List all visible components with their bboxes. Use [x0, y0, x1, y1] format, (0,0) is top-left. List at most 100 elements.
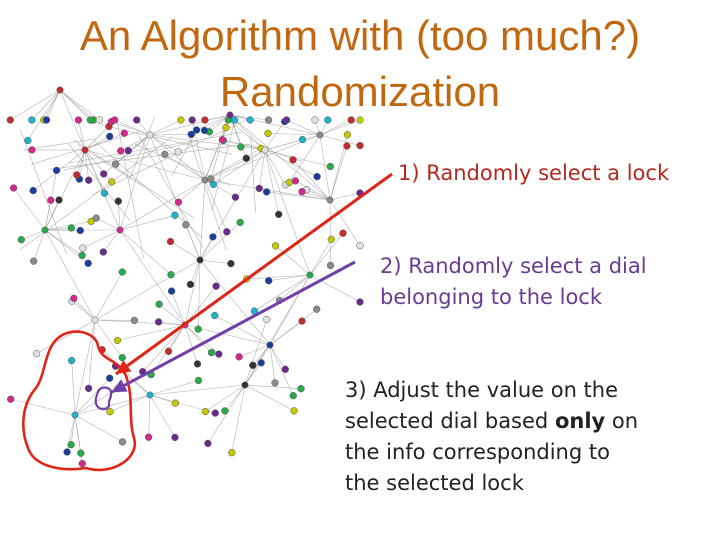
step-3-text: 3) Adjust the value on the selected dial…: [345, 375, 638, 499]
network-edge: [59, 89, 100, 121]
network-edge: [184, 324, 212, 353]
network-edge: [33, 229, 46, 262]
network-node: [263, 315, 271, 324]
network-node: [207, 175, 215, 183]
network-hub-node: [146, 391, 154, 399]
step-3-line-2-end: on: [605, 409, 639, 433]
network-node: [235, 353, 243, 361]
network-edge: [231, 384, 246, 453]
network-edge: [84, 149, 206, 181]
network-node: [264, 129, 272, 138]
network-node: [297, 385, 305, 393]
network-edge: [149, 134, 192, 136]
network-node: [311, 116, 319, 124]
network-node: [155, 300, 163, 308]
network-node: [52, 166, 61, 175]
step-3-line-3: the info corresponding to: [345, 440, 610, 464]
step-2-text: 2) Randomly select a dial belonging to t…: [380, 251, 647, 313]
network-node: [192, 126, 201, 134]
network-node: [106, 408, 114, 416]
network-edge: [204, 179, 228, 232]
network-edge: [207, 384, 246, 444]
network-node: [265, 277, 273, 285]
network-node: [130, 316, 139, 325]
network-edge: [96, 217, 121, 231]
network-node: [177, 116, 185, 124]
network-node: [298, 135, 307, 144]
network-node: [282, 116, 291, 124]
network-node: [211, 409, 219, 417]
network-edge: [196, 114, 231, 131]
network-edge: [264, 149, 318, 177]
network-node: [222, 123, 230, 132]
network-node: [166, 237, 175, 246]
network-node: [100, 189, 109, 197]
network-node: [200, 126, 209, 135]
network-edge: [184, 324, 219, 355]
network-edge: [44, 229, 96, 321]
network-edge: [78, 119, 86, 151]
network-edge: [31, 89, 61, 121]
network-node: [356, 298, 364, 306]
network-edge: [49, 143, 250, 170]
network-node: [313, 172, 321, 181]
network-hub-node: [306, 271, 314, 279]
lock-arrow-line: [115, 172, 393, 376]
network-edge: [149, 384, 246, 396]
network-edge: [329, 145, 348, 201]
network-edge: [142, 324, 186, 372]
selected-lock-outline: [22, 330, 137, 472]
network-edge: [199, 259, 231, 264]
step-2-line-1: 2) Randomly select a dial: [380, 254, 647, 278]
network-edge: [286, 119, 321, 136]
network-edge: [23, 138, 97, 151]
network-node: [201, 116, 209, 124]
network-edge: [171, 130, 197, 176]
network-node: [120, 129, 128, 137]
network-node: [218, 136, 227, 144]
dial-arrow-line: [111, 260, 356, 394]
network-node: [117, 147, 125, 155]
network-edge: [138, 134, 204, 249]
network-edge: [94, 271, 123, 321]
network-node: [118, 438, 127, 446]
network-edge: [119, 179, 206, 231]
network-node: [343, 142, 351, 150]
network-hub-node: [71, 411, 79, 419]
network-edge: [269, 344, 276, 383]
network-hub-node: [56, 86, 64, 94]
network-edge: [289, 134, 321, 183]
network-edge: [309, 233, 344, 276]
network-node: [171, 211, 179, 219]
network-edge: [149, 394, 176, 404]
network-node: [63, 448, 71, 456]
network-node: [70, 294, 78, 302]
network-node: [167, 271, 175, 279]
network-node: [118, 268, 126, 276]
network-edge: [68, 143, 131, 222]
network-node: [78, 251, 86, 260]
network-edge: [199, 222, 241, 261]
network-edge: [205, 384, 246, 412]
network-edge: [268, 274, 311, 282]
network-edge: [170, 241, 201, 261]
network-edge: [244, 384, 302, 390]
network-edge: [264, 149, 286, 185]
network-edge: [88, 319, 96, 389]
network-node: [29, 186, 37, 195]
network-node: [100, 170, 108, 178]
network-edge: [94, 319, 186, 326]
network-node: [289, 392, 297, 400]
network-hub-node: [226, 111, 234, 119]
network-node: [84, 384, 93, 393]
network-node: [271, 379, 279, 387]
network-edge: [36, 319, 96, 354]
network-hub-node: [241, 381, 249, 389]
network-node: [6, 116, 14, 124]
network-hub-node: [146, 131, 154, 139]
network-node: [347, 116, 355, 124]
network-node: [84, 259, 92, 267]
network-edge: [149, 119, 182, 136]
network-node: [92, 214, 100, 222]
network-edge: [44, 229, 83, 256]
